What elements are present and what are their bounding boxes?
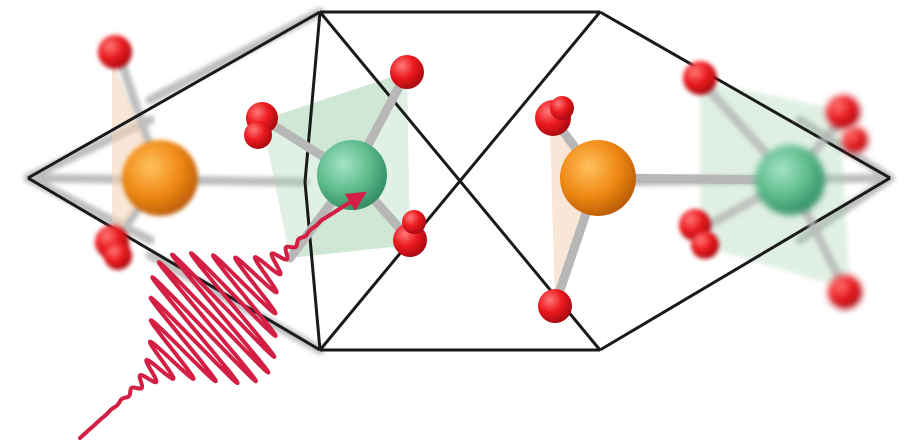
green-atom-right: [755, 145, 825, 215]
laser-pulse-arrow-icon: [78, 191, 367, 440]
orange-atom-left: [122, 140, 198, 216]
oxygen-atoms: [95, 35, 868, 323]
green-atom-left: [317, 140, 387, 210]
orange-atom-right: [560, 140, 636, 216]
